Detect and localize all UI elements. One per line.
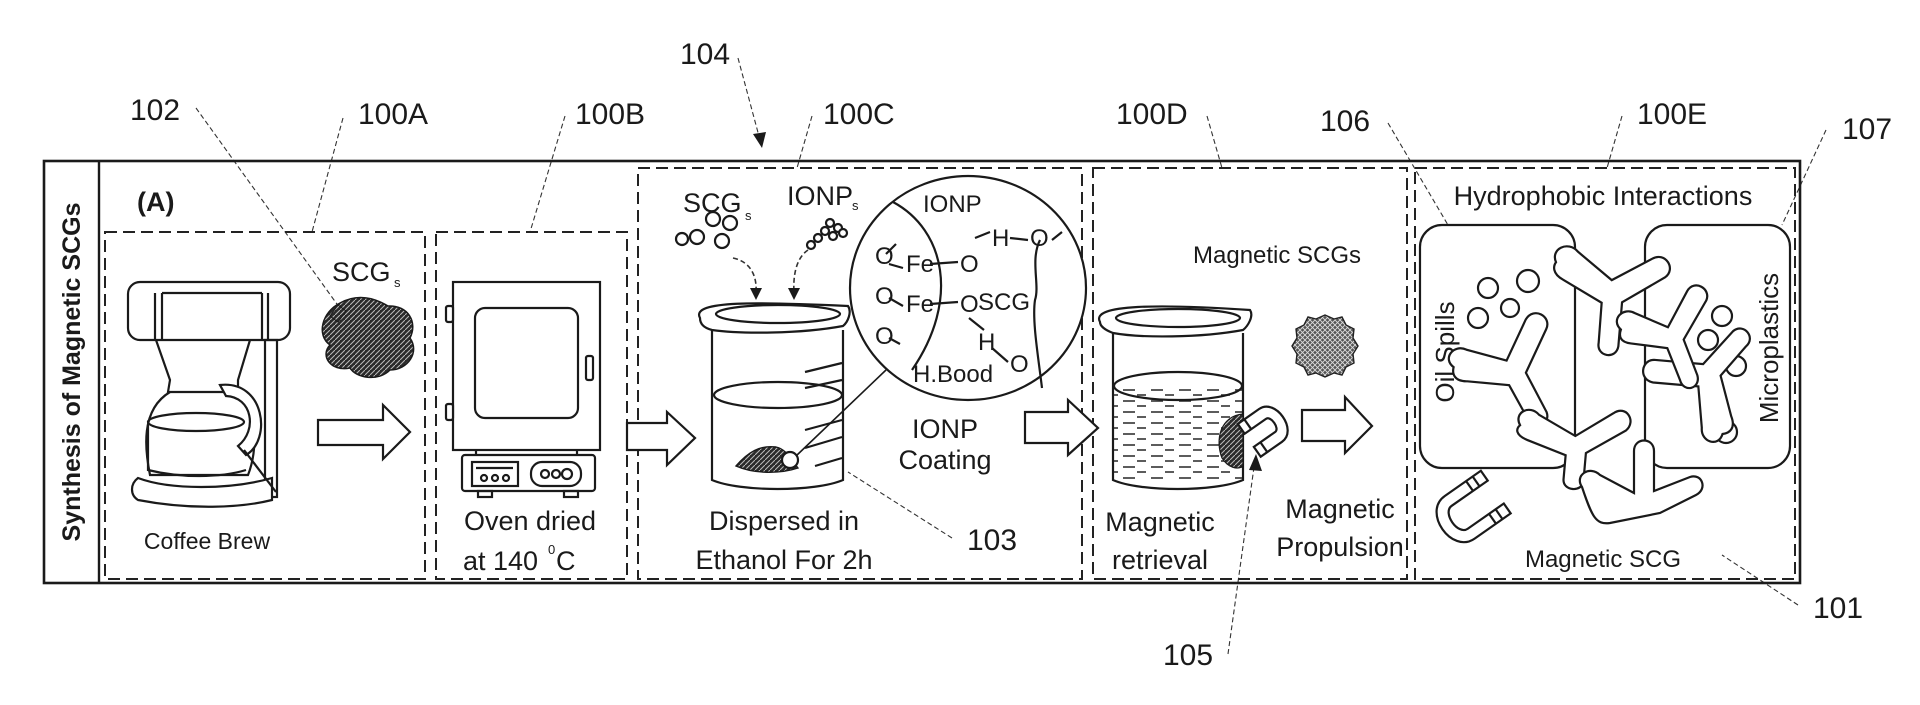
magnetic-propulsion-line1: Magnetic [1285, 494, 1395, 524]
ref-103: 103 [967, 524, 1017, 557]
leader-102 [195, 107, 353, 326]
degree-sign: 0 [548, 542, 555, 557]
temperature-value: at 140 [463, 546, 538, 576]
ref-107: 107 [1842, 113, 1892, 146]
scg-label-subscript: s [394, 275, 401, 290]
inset-h-1: H [992, 225, 1009, 252]
horseshoe-magnet-icon [1435, 469, 1513, 544]
ref-100C: 100C [823, 98, 895, 131]
panel-b-caption-line1: Oven dried [464, 506, 596, 536]
arrowhead-105 [1249, 454, 1262, 471]
oil-spills-box [1418, 223, 1577, 470]
leader-104 [737, 57, 761, 141]
arrowhead-104 [753, 132, 766, 148]
panel-100B [435, 231, 628, 580]
leader-101 [1721, 554, 1799, 606]
scg-label-text: SCG [332, 257, 391, 287]
ref-104: 104 [680, 38, 730, 71]
inset-o-6: O [960, 291, 979, 318]
magnetic-scg-particle-icon [1291, 314, 1359, 378]
scg-label: SCG s [332, 257, 401, 290]
panel-tag: (A) [137, 187, 174, 217]
arrow-b-to-c-icon [625, 409, 697, 468]
inset-scg-label: SCG [978, 289, 1030, 316]
leader-100C [796, 115, 813, 169]
inset-o-3: O [875, 323, 894, 350]
leader-100D [1206, 115, 1223, 169]
oven-icon [444, 280, 602, 499]
ionp-scg-binding-inset: IONP O Fe O Fe O O H O O SCG H O H.Bood [848, 174, 1088, 402]
magnetic-scg-cluster-icon [1447, 245, 1751, 525]
panel-100A [104, 231, 426, 580]
beaker-d-icon [1097, 305, 1253, 491]
magnetic-scgs-label: Magnetic SCGs [1193, 242, 1361, 269]
ionp-drop-arrowhead [788, 288, 800, 300]
magnetic-propulsion-line2: Propulsion [1276, 532, 1404, 562]
outer-frame [42, 159, 1802, 585]
coffee-fragment [329, 304, 347, 323]
inset-o-4: O [960, 251, 979, 278]
inset-bond-label: H.Bood [913, 361, 993, 388]
arrow-propulsion-icon [1300, 394, 1374, 456]
coffee-maker-icon [126, 280, 292, 508]
ionp-c-subscript: s [852, 198, 859, 213]
leader-106 [1387, 122, 1449, 226]
panel-100C [637, 167, 1083, 580]
leader-107 [1781, 129, 1827, 226]
ionp-particles-icon [805, 217, 849, 251]
magnet-icon [1236, 405, 1289, 459]
ref-100A: 100A [358, 98, 428, 131]
panel-100E [1414, 167, 1796, 580]
inset-o-7: O [1010, 351, 1029, 378]
ref-106: 106 [1320, 105, 1370, 138]
scg-drop-arrowhead [750, 288, 762, 300]
panel-100D [1092, 167, 1408, 580]
ionp-coating-line1: IONP [912, 414, 978, 444]
ionp-drop-arrow [793, 249, 809, 293]
ionp-c-text: IONP [787, 181, 853, 211]
inset-o-5: O [1030, 225, 1049, 252]
reference-numerals: 102 100A 100B 104 100C 100D 106 100E 107… [130, 38, 1892, 672]
panel-b-caption-line2: at 140 0 C [463, 542, 576, 576]
ref-100B: 100B [575, 98, 645, 131]
inset-o-1: O [875, 243, 894, 270]
ionp-coating-line2: Coating [898, 445, 991, 475]
microplastics-box [1643, 223, 1792, 470]
temperature-unit: C [556, 546, 576, 576]
magnetic-retrieval-line1: Magnetic [1105, 507, 1215, 537]
microplastics-label: Microplastics [1754, 273, 1784, 423]
scg-particles-icon [674, 210, 739, 250]
inset-fe-2: Fe [906, 291, 934, 318]
ionp-particles-label: IONP s [787, 181, 859, 213]
inset-fe-1: Fe [906, 251, 934, 278]
arrow-c-to-d-icon [1023, 397, 1100, 458]
leader-103 [847, 471, 953, 539]
panel-c-caption-line2: Ethanol For 2h [695, 545, 872, 575]
inset-ionp-label: IONP [923, 191, 982, 218]
magnetic-retrieval-line2: retrieval [1112, 545, 1208, 575]
leader-105 [1227, 459, 1256, 655]
ref-102: 102 [130, 94, 180, 127]
hydrophobic-interactions-title: Hydrophobic Interactions [1454, 181, 1753, 211]
ref-105: 105 [1163, 639, 1213, 672]
leader-100A [311, 117, 344, 233]
leader-100E [1606, 115, 1623, 169]
inset-o-2: O [875, 283, 894, 310]
spent-coffee-grounds-blob [321, 296, 415, 379]
side-title: Synthesis of Magnetic SCGs [58, 203, 86, 542]
magnetic-scg-label: Magnetic SCG [1525, 546, 1681, 573]
ref-100E: 100E [1637, 98, 1707, 131]
scg-drop-arrow [732, 257, 757, 293]
arrow-a-to-b-icon [316, 402, 412, 462]
scg-c-subscript: s [745, 208, 752, 223]
ref-101: 101 [1813, 592, 1863, 625]
beaker-c-icon [697, 302, 887, 491]
panel-c-caption-line1: Dispersed in [709, 506, 859, 536]
inset-h-2: H [978, 329, 995, 356]
panel-a-caption: Coffee Brew [144, 528, 271, 554]
ref-100D: 100D [1116, 98, 1188, 131]
leader-100B [529, 115, 566, 233]
